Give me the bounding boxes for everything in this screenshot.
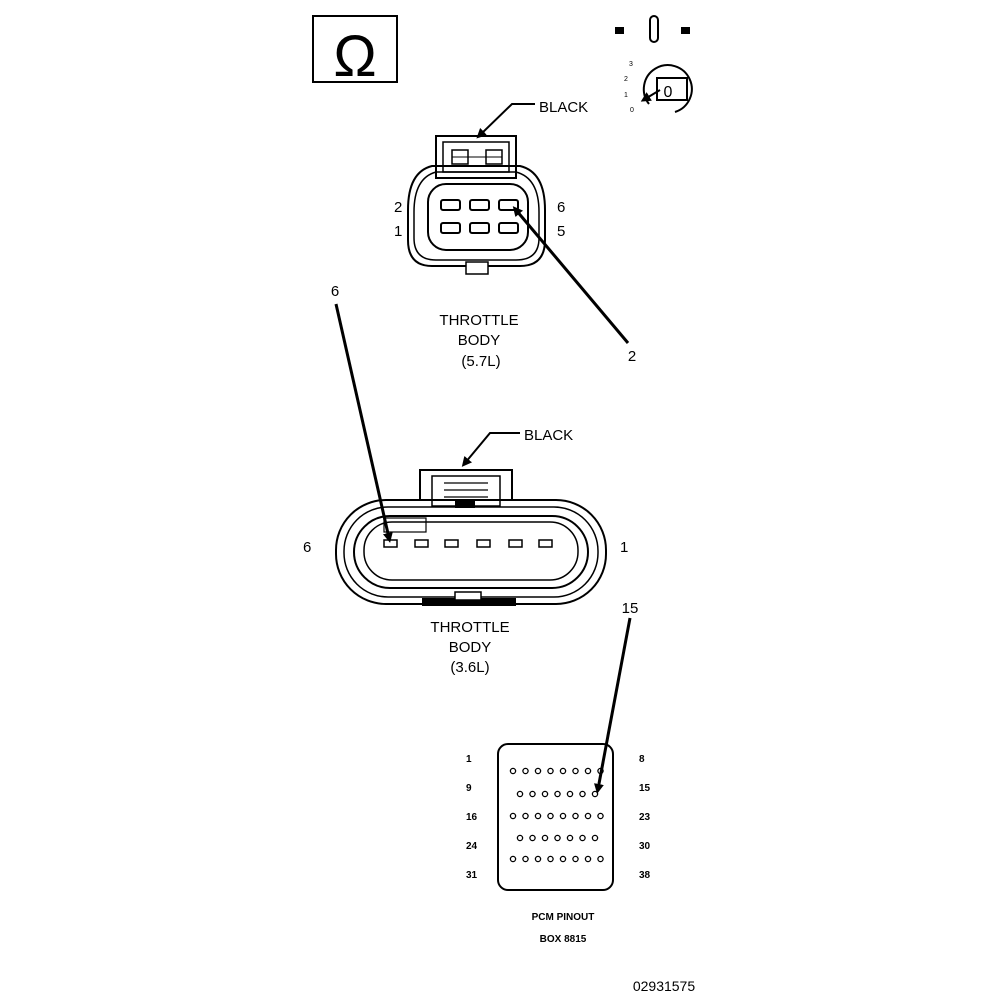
pcm-pin-5 [559,767,567,775]
connector-36-pin-label-6: 6 [303,539,311,556]
ohm-symbol: Ω [333,24,376,89]
connector-57-color-label: BLACK [539,99,588,116]
pcm-pin-37 [584,855,592,863]
connector-36-pin-label-1: 1 [620,539,628,556]
connector-57-pin-label-6: 6 [557,199,565,216]
pcm-pin-grid [509,767,604,863]
connector-throttle-body-36: BLACK 6 1 6 THROTTLE BODY (3.6L) [303,283,628,676]
ignition-key-icon: 0 3 2 1 0 [615,15,693,114]
pcm-pin-3 [534,767,542,775]
pcm-pin-33 [534,855,542,863]
pcm-pin-17 [522,812,529,820]
connector-36-caption-line3: (3.6L) [450,659,489,676]
pcm-right-label-15: 15 [639,783,651,794]
connector-throttle-body-57: BLACK 2 1 6 5 2 THROTTLE BODY (5.7L) [394,99,636,370]
probe-57-pin-label: 2 [628,348,636,365]
pin-57-6 [498,199,519,211]
ohmmeter-icon: Ω [312,15,398,89]
pin-57-5 [498,222,519,234]
pcm-right-label-38: 38 [639,870,651,881]
pcm-pin-31 [509,855,517,863]
pin-57-1 [440,222,461,234]
probe-36-pin-label: 6 [331,283,339,300]
pcm-left-label-1: 1 [466,754,472,765]
probe-57-lead [512,206,630,344]
key-position-1: 1 [624,92,628,99]
connector-57-caption-line2: BODY [458,332,501,349]
pcm-box-label: BOX 8815 [540,934,587,945]
pin-36-3 [476,539,491,548]
pin-57-4 [469,199,490,211]
pcm-pin-26 [541,834,549,842]
probe-pcm-lead [594,617,632,794]
key-position-2: 2 [624,76,628,83]
pcm-pin-30 [591,834,599,842]
pcm-right-label-8: 8 [639,754,645,765]
pcm-pin-21 [572,812,579,820]
pin-36-1 [538,539,553,548]
pcm-pin-2 [522,767,529,775]
pcm-title: PCM PINOUT [532,912,595,923]
pcm-left-label-24: 24 [466,841,478,852]
pcm-pin-22 [584,812,592,820]
pcm-pin-7 [584,767,592,775]
pcm-pin-11 [541,790,549,798]
pcm-pinout-box: 15 1 9 16 24 31 8 15 23 30 38 PCM PINOUT… [466,600,651,945]
pcm-pin-16 [509,812,517,820]
pcm-pin-23 [597,812,604,820]
pin-57-3 [440,199,461,211]
document-id: 02931575 [633,978,696,994]
black-color-leader-36 [461,432,520,467]
pcm-pin-27 [554,834,561,842]
pcm-pin-34 [547,855,554,863]
pcm-pin-15 [591,790,599,798]
pin-57-2 [469,222,490,234]
pcm-pin-18 [534,812,542,820]
connector-57-pin-label-1: 1 [394,223,402,240]
pcm-pin-28 [566,834,574,842]
pcm-right-label-30: 30 [639,841,651,852]
pcm-right-label-23: 23 [639,812,651,823]
pcm-pin-35 [559,855,567,863]
connector-36-color-label: BLACK [524,427,573,444]
pin-36-2 [508,539,523,548]
pcm-pin-10 [529,790,536,798]
key-label: 0 [664,84,673,101]
pcm-pin-29 [579,834,586,842]
pcm-pin-1 [509,767,517,775]
pcm-pin-9 [516,790,524,798]
pcm-left-label-16: 16 [466,812,478,823]
pin-36-6 [383,539,398,548]
pin-36-5 [414,539,429,548]
pcm-pin-4 [547,767,554,775]
probe-pcm-pin-label: 15 [622,600,639,617]
pcm-pin-36 [572,855,579,863]
black-color-leader [476,103,535,139]
connector-57-pin-label-2: 2 [394,199,402,216]
pcm-pin-20 [559,812,567,820]
pin-36-4 [444,539,459,548]
connector-57-caption-line3: (5.7L) [461,353,500,370]
pcm-pin-38 [597,855,604,863]
connector-36-caption-line2: BODY [449,639,492,656]
connector-57-caption-line1: THROTTLE [439,312,518,329]
pcm-pin-14 [579,790,586,798]
key-position-3: 3 [629,61,633,68]
connector-57-pin-label-5: 5 [557,223,565,240]
pcm-pin-13 [566,790,574,798]
pcm-pin-25 [529,834,536,842]
key-position-0: 0 [630,107,634,114]
connector-36-caption-line1: THROTTLE [430,619,509,636]
probe-36-lead [334,303,393,543]
pcm-left-label-9: 9 [466,783,472,794]
pcm-pin-24 [516,834,524,842]
pcm-pin-19 [547,812,554,820]
pcm-pin-6 [572,767,579,775]
pcm-pin-32 [522,855,529,863]
pcm-pin-12 [554,790,561,798]
pcm-left-label-31: 31 [466,870,478,881]
